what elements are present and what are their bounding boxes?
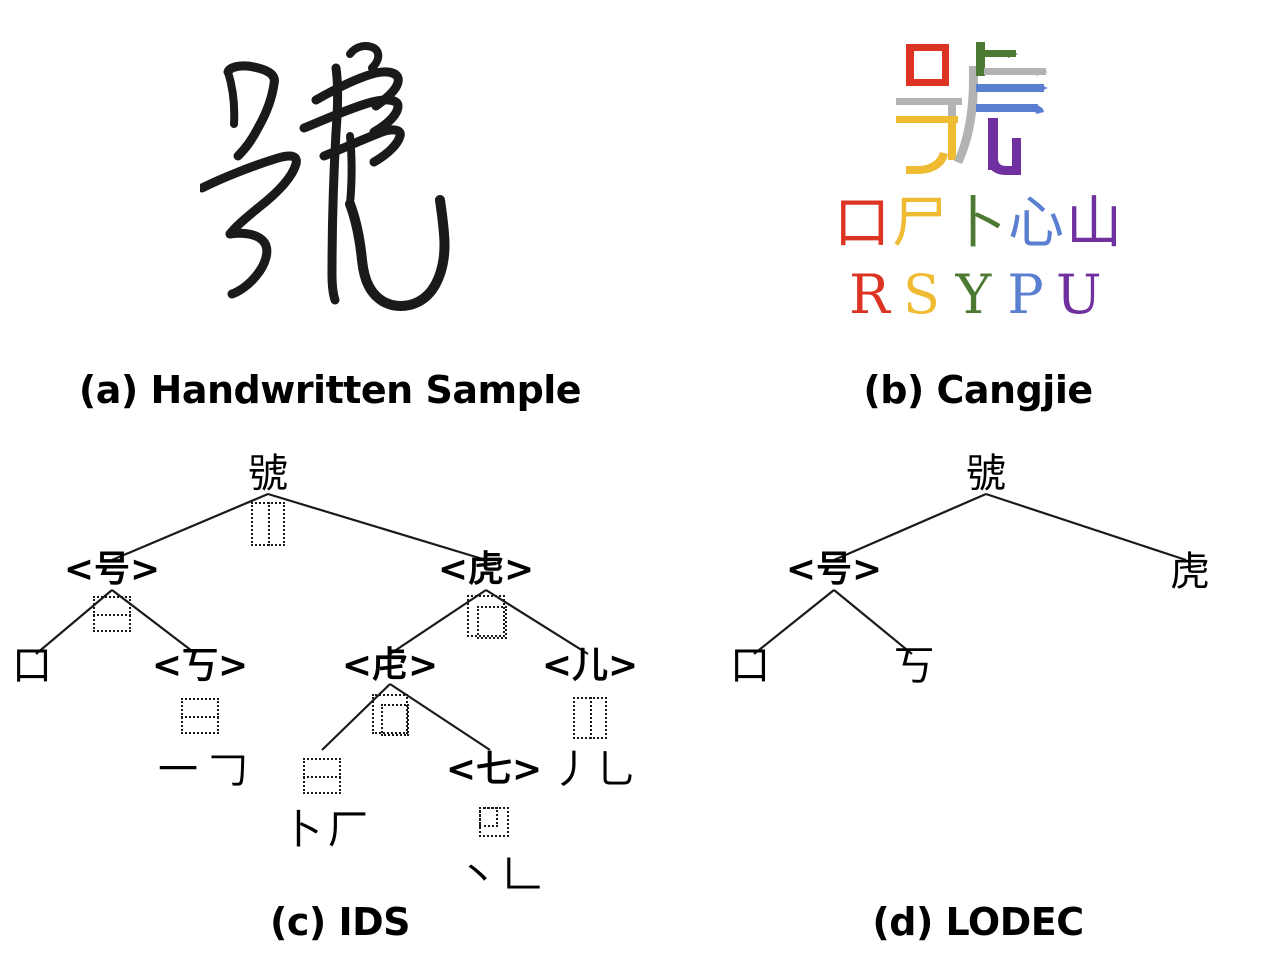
cangjie-stroke-bu [976,42,1018,76]
panel-b-caption: (b) Cangjie [863,368,1093,412]
ids-leaf-han: 厂 [328,807,368,853]
ids-node-hao: <号> [63,549,161,590]
cangjie-letter-4: U [1056,263,1111,326]
handwritten-character-image [200,28,490,328]
cangjie-radical-1: 尸 [892,191,948,256]
ids-idc-upper-left-surround-hu2 [372,694,410,736]
ids-idc-top-bottom-bupian [303,758,341,794]
cangjie-stroke-kao [896,116,958,174]
ids-leaf-yin: 乚 [596,747,636,793]
ids-node-root: 號 [248,451,288,497]
ids-node-kou: 口 [12,643,52,689]
ids-node-hu2: <虍> [341,645,439,686]
panel-d-caption: (d) LODEC [872,900,1084,944]
lodec-node-hao: <号> [785,549,883,590]
cangjie-radical-2: 卜 [950,191,1006,256]
ids-idc-top-bottom-kao [181,698,219,734]
ids-leaf-zhe: 𠃊 [502,853,542,899]
ids-idc-upper-left-surround-hu [467,595,507,639]
panel-lodec-tree: 號 <号> 虎 口 丂 [690,432,1276,902]
lodec-tree-edges [753,492,1187,655]
ids-idc-top-bottom-hao [93,596,131,632]
ids-idc-left-right-root [251,502,285,546]
panel-ids-tree: 號 <号> <虎> 口 <丂> <虍> <儿> 一 𠃌 卜 厂 <七> 丿 乚 … [0,432,690,902]
ids-leaf-hook: 𠃌 [208,747,248,793]
cangjie-colored-character [892,38,1072,188]
ids-node-kao: <丂> [151,645,249,686]
ids-idc-left-right-er [573,697,607,739]
ids-leaf-bu: 卜 [282,807,322,853]
lodec-node-hu: 虎 [1170,549,1210,595]
cangjie-letter-2: Y [955,263,1001,326]
cangjie-letter-3: P [1007,263,1053,326]
panel-c-caption: (c) IDS [269,900,411,944]
cangjie-letter-1: S [903,263,949,326]
panel-a-caption: (a) Handwritten Sample [78,368,582,412]
lodec-node-root: 號 [966,451,1006,497]
ids-node-er: <儿> [541,645,639,686]
cangjie-stroke-kou [906,44,949,86]
cangjie-radical-4: 山 [1066,191,1122,256]
ids-leaf-yi: 一 [158,747,198,793]
ids-leaf-dian: 丶 [458,853,498,899]
ids-node-qi: <七> [445,749,543,790]
lodec-leaf-kao: 丂 [894,643,934,689]
cangjie-stroke-grey2 [954,66,978,164]
cangjie-stroke-grey [896,98,962,116]
cangjie-stroke-grey3 [984,68,1048,76]
cangjie-letter-0: R [849,263,899,326]
cangjie-radical-0: 口 [834,191,890,256]
cangjie-radicals-row: 口尸卜心山 [680,196,1276,252]
ids-leaf-pie: 丿 [552,747,592,793]
ids-idc-overlaid-qi [479,807,509,837]
cangjie-stroke-xin [976,84,1048,114]
panel-handwritten-sample [0,0,680,360]
ids-node-hu: <虎> [437,549,535,590]
cangjie-stroke-shan [988,118,1021,175]
lodec-leaf-kou: 口 [730,643,770,689]
cangjie-radical-3: 心 [1008,191,1064,256]
